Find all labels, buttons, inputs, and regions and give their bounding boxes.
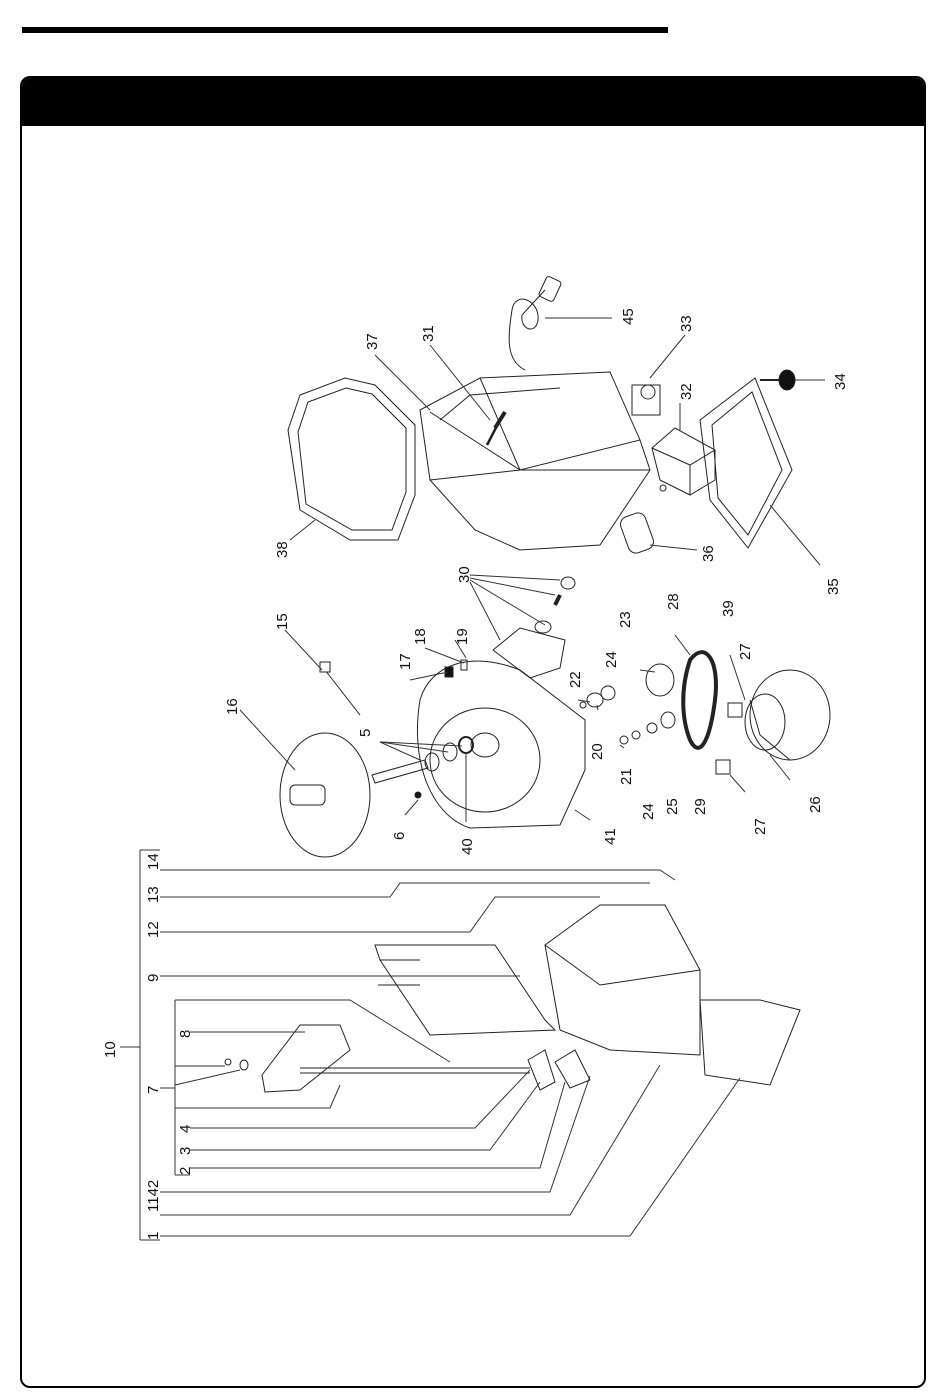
callout-26: 26 bbox=[807, 796, 824, 813]
callout-8: 8 bbox=[177, 1030, 194, 1038]
callout-6: 6 bbox=[391, 832, 408, 840]
callout-16: 16 bbox=[224, 698, 241, 715]
power-cord bbox=[509, 276, 562, 370]
small-brackets bbox=[528, 1050, 590, 1090]
bracket-8 bbox=[262, 1025, 350, 1092]
callout-25: 25 bbox=[664, 798, 681, 815]
callout-1142: 1142 bbox=[145, 1180, 162, 1212]
callout-24-upper: 24 bbox=[603, 651, 620, 668]
callout-20: 20 bbox=[589, 743, 606, 760]
callout-15: 15 bbox=[274, 613, 291, 630]
callout-12: 12 bbox=[145, 921, 162, 938]
callout-18: 18 bbox=[412, 628, 429, 645]
capacitor bbox=[618, 511, 655, 556]
callout-27-upper: 27 bbox=[737, 643, 754, 660]
callout-10: 10 bbox=[102, 1041, 119, 1058]
callout-13: 13 bbox=[145, 886, 162, 903]
callout-39: 39 bbox=[720, 600, 737, 617]
hopper bbox=[375, 945, 555, 1035]
callout-1: 1 bbox=[145, 1232, 162, 1240]
callout-41: 41 bbox=[602, 828, 619, 845]
callout-labels: 14 13 12 9 10 8 7 4 3 2 1142 1 45 37 31 … bbox=[102, 308, 849, 1240]
gasket bbox=[288, 378, 415, 540]
deflector-plate bbox=[700, 1000, 800, 1085]
motor-housing bbox=[417, 661, 585, 828]
knob bbox=[760, 370, 795, 390]
switch-block bbox=[632, 385, 660, 415]
callout-14: 14 bbox=[145, 853, 162, 870]
callout-38: 38 bbox=[274, 541, 291, 558]
callout-4: 4 bbox=[177, 1125, 194, 1133]
perforated-plate bbox=[700, 378, 792, 548]
callout-7: 7 bbox=[145, 1086, 162, 1094]
callout-31: 31 bbox=[420, 325, 437, 342]
chute bbox=[545, 905, 700, 1055]
long-bolt bbox=[320, 662, 360, 715]
callout-45: 45 bbox=[620, 308, 637, 325]
callout-32: 32 bbox=[678, 383, 695, 400]
leader-lines bbox=[120, 318, 825, 1240]
callout-35: 35 bbox=[825, 578, 842, 595]
callout-33: 33 bbox=[678, 315, 695, 332]
motor bbox=[745, 670, 830, 760]
callout-36: 36 bbox=[700, 545, 717, 562]
callout-22: 22 bbox=[567, 671, 584, 688]
callout-23: 23 bbox=[617, 611, 634, 628]
callout-3: 3 bbox=[177, 1147, 194, 1155]
callout-5: 5 bbox=[357, 729, 374, 737]
belt bbox=[683, 652, 716, 748]
bushings bbox=[580, 664, 675, 744]
callout-37: 37 bbox=[364, 333, 381, 350]
callout-21: 21 bbox=[618, 768, 635, 785]
callout-28: 28 bbox=[665, 593, 682, 610]
long-rod bbox=[300, 1068, 530, 1073]
fittings bbox=[493, 577, 575, 678]
callout-2: 2 bbox=[177, 1167, 194, 1175]
housing-cover bbox=[420, 372, 650, 550]
callout-34: 34 bbox=[832, 373, 849, 390]
callout-17: 17 bbox=[397, 653, 414, 670]
callout-27-lower: 27 bbox=[752, 818, 769, 835]
callout-29: 29 bbox=[692, 798, 709, 815]
callout-19: 19 bbox=[454, 628, 471, 645]
callout-40: 40 bbox=[459, 838, 476, 855]
callout-24-lower: 24 bbox=[640, 803, 657, 820]
callout-9: 9 bbox=[145, 974, 162, 982]
clips bbox=[716, 703, 742, 774]
nut bbox=[415, 792, 421, 798]
callout-30: 30 bbox=[456, 566, 473, 583]
blade bbox=[280, 733, 370, 857]
washers bbox=[225, 1059, 248, 1070]
